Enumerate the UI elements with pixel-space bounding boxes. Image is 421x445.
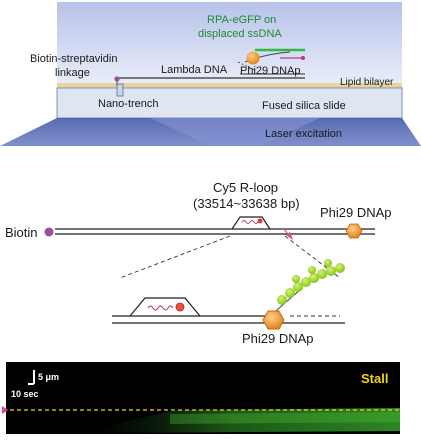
scale-bar-y-label: 5 μm (38, 372, 59, 382)
nano-trench-label: Nano-trench (98, 98, 159, 110)
phi29-hexagon-icon (345, 223, 363, 239)
laser-beam-inner (150, 118, 320, 146)
dashed-link (237, 61, 256, 71)
kymograph-signal (95, 408, 400, 433)
phi29-strand-label: Phi29 DNAp (320, 205, 392, 220)
ssdna-end-marker (301, 56, 305, 60)
zoom-r-loop (129, 297, 201, 317)
scale-bar-x-label: 10 sec (11, 389, 39, 399)
flow-chamber (57, 2, 402, 92)
fused-silica-slide (56, 87, 403, 119)
r-loop-label-1: Cy5 R-loop (213, 180, 278, 195)
fused-silica-label: Fused silica slide (262, 100, 346, 112)
zoom-arrow-head (286, 232, 293, 240)
zoom-cy5-dot (175, 302, 185, 312)
biotin-linkage-label-1: Biotin-streptavidin (30, 53, 117, 65)
phi29-zoom-label: Phi29 DNAp (242, 331, 314, 346)
kymograph-signal-highlight (170, 412, 400, 424)
panel-c-kymograph: 5 μm 10 sec Stall (2, 362, 400, 434)
stall-label: Stall (361, 371, 388, 386)
rpa-label-line1: RPA-eGFP on (207, 14, 276, 26)
biotin-linkage-label-2: linkage (55, 67, 90, 79)
rpa-cluster (277, 259, 345, 305)
r-loop-label-2: (33514~33638 bp) (193, 196, 300, 211)
panel-a-labels: RPA-eGFP on displaced ssDNA Biotin-strep… (30, 14, 394, 140)
biotin-end-dot (44, 227, 54, 237)
panel-a-schematic (0, 2, 421, 146)
nano-trench (116, 83, 124, 97)
lipid-bilayer (57, 83, 402, 88)
phi29-polymerase-icon (246, 51, 260, 65)
r-loop-bump (231, 216, 271, 230)
biotin-label: Biotin (5, 225, 38, 240)
rpa-label-line2: displaced ssDNA (198, 28, 282, 40)
position-marker-icon (2, 406, 8, 414)
phi29-chamber-label: Phi29 DNAp (240, 65, 301, 77)
zoom-rna-wave (147, 305, 174, 311)
cy5-dot (257, 218, 263, 224)
r-loop-rna-wave (241, 220, 259, 224)
laser-excitation-label: Laser excitation (265, 128, 342, 140)
lambda-dna-label: Lambda DNA (161, 64, 228, 76)
panel-b-construct (44, 216, 375, 330)
lipid-bilayer-label: Lipid bilayer (340, 77, 394, 88)
zoom-phi29-hexagon-icon (262, 310, 285, 330)
panel-b-labels: Cy5 R-loop (33514~33638 bp) Biotin Phi29… (5, 180, 392, 346)
zoom-line-left (119, 235, 231, 279)
biotin-dot (114, 76, 120, 82)
